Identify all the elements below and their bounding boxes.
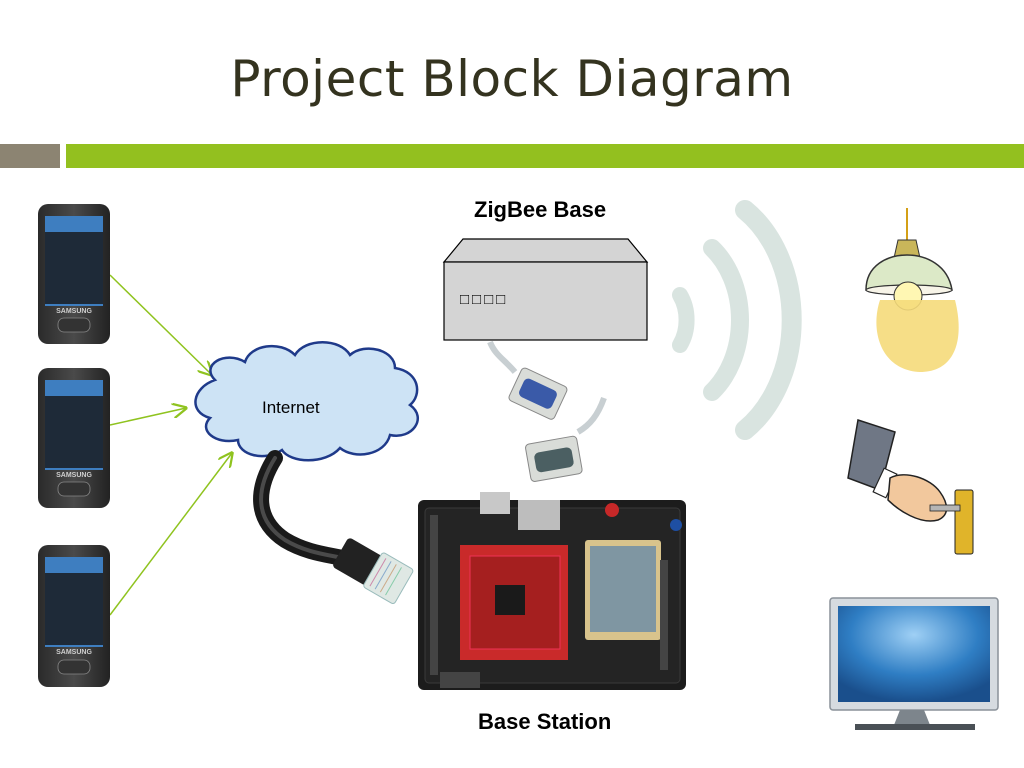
- dev-board-icon: [418, 492, 686, 690]
- base-station-label: Base Station: [478, 709, 612, 734]
- smartphone-icon: [38, 204, 110, 344]
- zigbee-box-text: □□□□: [460, 291, 509, 308]
- zigbee-base-box: [442, 238, 649, 341]
- accent-bar-green: [66, 144, 1024, 168]
- hand-key-icon: [847, 419, 974, 555]
- phone-brand-3: SAMSUNG: [56, 649, 92, 656]
- smartphone-icon: [38, 368, 110, 508]
- phone-to-internet-arrows: [109, 274, 232, 616]
- television-icon: [829, 597, 999, 730]
- serial-connector-icon: [487, 340, 607, 482]
- lamp-icon: [865, 208, 959, 372]
- cloud-icon: [194, 341, 419, 462]
- arrow-phone-2: [109, 408, 186, 426]
- accent-bar-gray: [0, 144, 60, 168]
- slide-title: Project Block Diagram: [230, 50, 794, 108]
- arrow-phone-1: [109, 274, 212, 375]
- internet-label: Internet: [262, 398, 320, 417]
- phone-brand-2: SAMSUNG: [56, 472, 92, 479]
- ethernet-cable-icon: [253, 450, 414, 604]
- zigbee-base-label: ZigBee Base: [474, 197, 607, 222]
- wireless-signal-icon: [672, 200, 802, 440]
- arrow-phone-3: [109, 453, 232, 616]
- smartphone-icon: [38, 545, 110, 687]
- phone-brand-1: SAMSUNG: [56, 308, 92, 315]
